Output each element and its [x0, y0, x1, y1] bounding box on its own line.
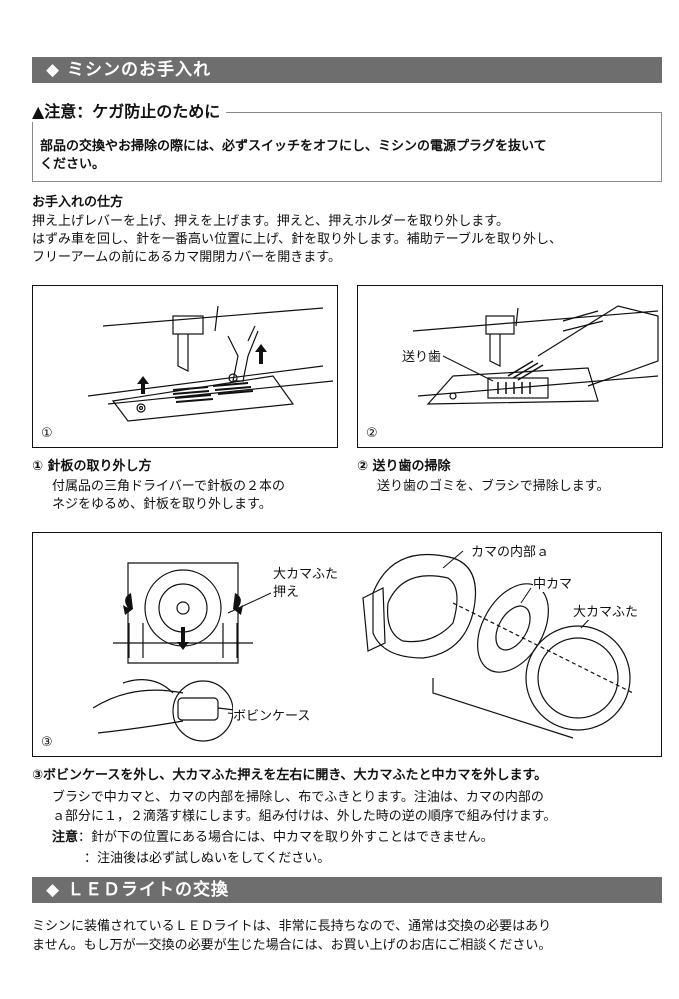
caution-line-1: 部品の交換やお掃除の際には、必ずスイッチをオフにし、ミシンの電源プラグを抜いて: [40, 139, 547, 154]
howto-line-2: はずみ車を回し、針を一番高い位置に上げ、針を取り外します。補助テーブルを取り外し…: [32, 232, 563, 247]
needle-plate-illustration: [87, 305, 334, 422]
section-banner-led: ◆ ＬＥＤライトの交換: [32, 877, 662, 903]
feed-dog-brush-illustration: [412, 305, 659, 405]
figure-3-caption-title: ③ボビンケースを外し、大カマふた押えを左右に開き、大カマふたと中カマを外します。: [32, 768, 548, 783]
label-feed-dog: 送り歯: [402, 346, 442, 365]
figure-2-caption-title: ② 送り歯の掃除: [357, 459, 451, 474]
label-hook-inner-a: カマの内部ａ: [471, 541, 550, 560]
figure-1-caption-line-1: 付属品の三角ドライバーで針板の２本の: [52, 479, 285, 494]
howto-line-3: フリーアームの前にあるカマ開閉カバーを開きます。: [32, 250, 342, 265]
figure-1-caption-line-2: ネジをゆるめ、針板を取り外します。: [52, 497, 272, 512]
figure-3-number: ③: [41, 735, 53, 750]
figure-2-number: ②: [366, 426, 378, 441]
figure-3-note-2: ：注油後は必ず試しぬいをしてください。: [84, 851, 331, 866]
figure-1-needle-plate: ①: [32, 285, 338, 448]
figure-3-note-1: 注意：針が下の位置にある場合には、中カマを取り外すことはできません。: [52, 829, 494, 847]
note-line-1: ：針が下の位置にある場合には、中カマを取り外すことはできません。: [78, 830, 494, 845]
caution-title: ▲注意：ケガ防止のために: [32, 102, 227, 122]
note-label: 注意: [52, 830, 79, 845]
howto-line-1: 押え上げレバーを上げ、押えを上げます。押えと、押えホルダーを取り外します。: [32, 214, 509, 229]
figure-3-hook-cleaning: 大カマふた 押え ボビンケース カマの内部ａ 中カマ 大カマふた ③: [32, 532, 662, 757]
caution-line-2: ください。: [40, 157, 106, 172]
caution-body: 部品の交換やお掃除の際には、必ずスイッチをオフにし、ミシンの電源プラグを抜いて …: [40, 138, 652, 174]
figure-3-caption-line-1: ブラシで中カマと、カマの内部を掃除し、布でふきとります。注油は、カマの内部の: [52, 790, 544, 805]
label-cover-holder-2: 押え: [273, 581, 300, 600]
figure-1-caption-title: ① 針板の取り外し方: [32, 459, 152, 474]
led-line-2: ません。もし万が一交換の必要が生じた場合には、お買い上げのお店にご相談ください。: [32, 938, 552, 953]
howto-heading: お手入れの仕方: [32, 195, 124, 210]
label-bobbin-case: ボビンケース: [233, 705, 311, 724]
figure-2-feed-dog: 送り歯 ②: [357, 285, 663, 448]
section-banner-care: ◆ ミシンのお手入れ: [32, 57, 662, 83]
caution-box: [32, 112, 662, 182]
figure-1-number: ①: [41, 426, 53, 441]
figure-3-caption-line-2: ａ部分に１，２滴落す様にします。組み付けは、外した時の逆の順序で組み付けます。: [52, 809, 557, 824]
hook-assembly-illustration: [92, 550, 634, 742]
label-cover-holder-1: 大カマふた: [273, 563, 339, 582]
label-big-hook-cover: 大カマふた: [573, 601, 639, 620]
figure-2-caption-line-1: 送り歯のゴミを、ブラシで掃除します。: [377, 479, 610, 494]
led-line-1: ミシンに装備されているＬＥＤライトは、非常に長持ちなので、通常は交換の必要はあり: [32, 919, 552, 934]
label-inner-hook: 中カマ: [533, 573, 573, 592]
